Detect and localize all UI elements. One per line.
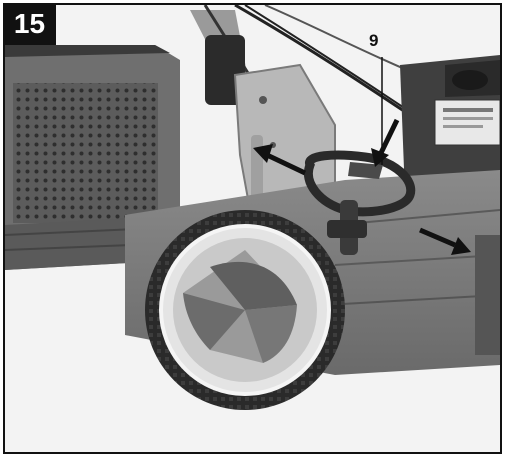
right-down-arrow <box>419 227 471 255</box>
down-pointer-arrow <box>371 118 400 167</box>
callout-label-9: 9 <box>369 31 379 50</box>
lawnmower-photo <box>5 5 500 452</box>
figure-frame <box>3 3 502 454</box>
left-up-arrow <box>253 144 307 176</box>
figure-number-badge: 15 <box>3 3 56 45</box>
